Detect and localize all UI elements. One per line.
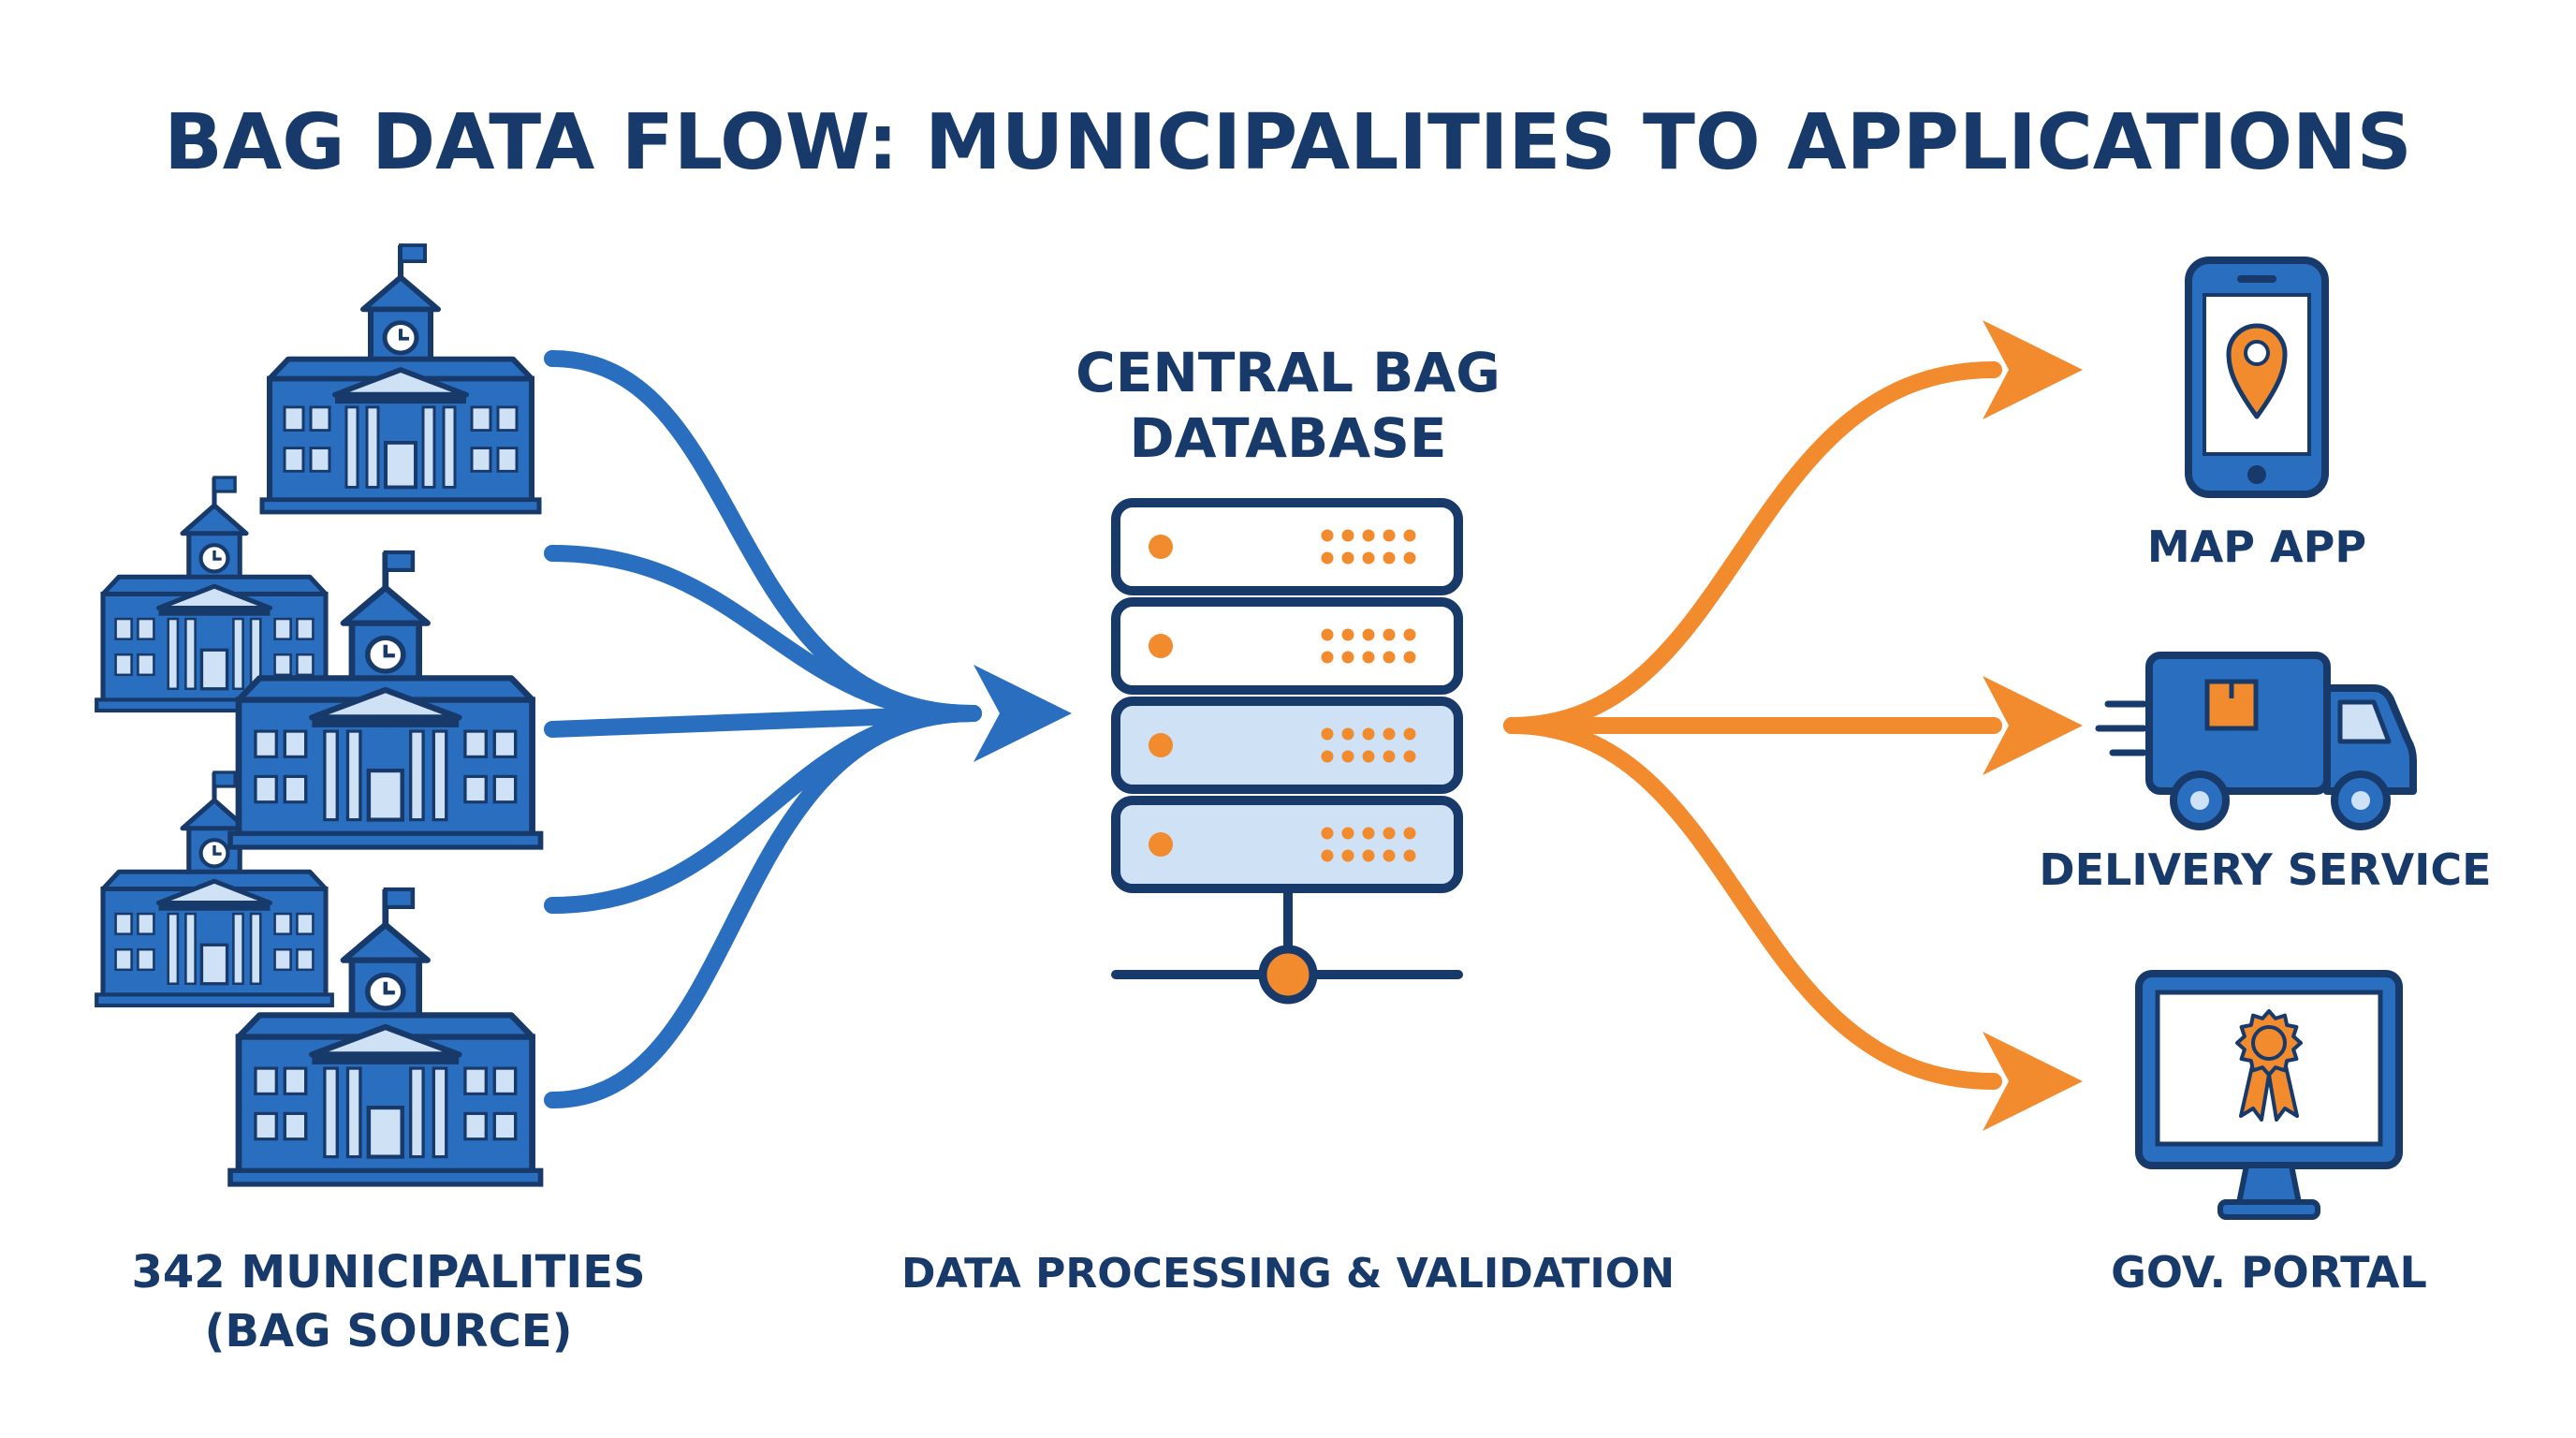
status-light <box>1383 750 1396 763</box>
database-title: CENTRAL BAG <box>1076 341 1500 404</box>
status-light <box>1383 628 1396 641</box>
processing-caption: DATA PROCESSING & VALIDATION <box>901 1250 1675 1298</box>
outbound-flow-line <box>1503 717 2002 1090</box>
status-light <box>1383 827 1396 840</box>
server-status-lights <box>1321 529 1416 862</box>
inbound-flow-line <box>544 545 982 722</box>
status-light <box>1403 628 1416 641</box>
status-light <box>1341 727 1354 741</box>
app-label-map: MAP APP <box>2147 521 2366 572</box>
outbound-arrowhead <box>1983 676 2083 775</box>
status-light <box>1321 529 1334 542</box>
status-light <box>1403 551 1416 565</box>
monitor-certificate-icon <box>2135 970 2403 1220</box>
inbound-flow-arrows <box>544 350 982 1108</box>
inbound-flow-line <box>544 705 982 1108</box>
status-light <box>1341 827 1354 840</box>
inbound-flow-line <box>544 350 982 722</box>
outbound-flow-line <box>1503 361 2002 734</box>
diagram-title: BAG DATA FLOW: MUNICIPALITIES TO APPLICA… <box>164 98 2411 187</box>
status-light <box>1403 849 1416 862</box>
status-light <box>1383 551 1396 565</box>
server-unit <box>1111 597 1463 695</box>
smartphone-map-pin-icon <box>2185 257 2329 498</box>
status-light <box>1321 551 1334 565</box>
outbound-arrowhead <box>1983 320 2083 419</box>
outbound-arrowhead <box>1983 1032 2083 1131</box>
status-light <box>1362 628 1375 641</box>
status-light <box>1403 827 1416 840</box>
status-light <box>1341 849 1354 862</box>
server-unit <box>1111 796 1463 893</box>
inbound-arrowhead <box>973 665 1072 762</box>
app-label-portal: GOV. PORTAL <box>2111 1247 2427 1298</box>
status-light <box>1383 529 1396 542</box>
status-light <box>1403 750 1416 763</box>
status-light <box>1383 727 1396 741</box>
status-light <box>1403 529 1416 542</box>
status-light <box>1362 651 1375 664</box>
outbound-flow-arrows <box>1503 361 2002 1090</box>
status-light <box>1341 529 1354 542</box>
status-light <box>1321 827 1334 840</box>
status-light <box>1341 750 1354 763</box>
municipalities-label: 342 MUNICIPALITIES <box>131 1246 645 1299</box>
municipalities-cluster <box>96 245 540 1184</box>
server-unit <box>1111 498 1463 595</box>
status-light <box>1341 628 1354 641</box>
status-light <box>1383 651 1396 664</box>
status-light <box>1321 849 1334 862</box>
municipalities-sublabel: (BAG SOURCE) <box>204 1305 572 1357</box>
status-light <box>1362 529 1375 542</box>
status-light <box>1362 727 1375 741</box>
app-label-delivery: DELIVERY SERVICE <box>2039 844 2491 895</box>
status-light <box>1403 651 1416 664</box>
database-server-icon <box>1111 498 1463 1005</box>
status-light <box>1362 827 1375 840</box>
status-light <box>1362 750 1375 763</box>
status-light <box>1403 727 1416 741</box>
server-unit <box>1111 697 1463 794</box>
municipality-building-icon <box>262 245 539 512</box>
status-light <box>1362 849 1375 862</box>
status-light <box>1341 651 1354 664</box>
status-light <box>1341 551 1354 565</box>
status-light <box>1362 551 1375 565</box>
status-light <box>1321 727 1334 741</box>
database-title-line2: DATABASE <box>1130 406 1447 470</box>
status-light <box>1321 750 1334 763</box>
status-light <box>1383 849 1396 862</box>
delivery-truck-icon <box>2095 652 2417 830</box>
status-light <box>1321 651 1334 664</box>
status-light <box>1321 628 1334 641</box>
